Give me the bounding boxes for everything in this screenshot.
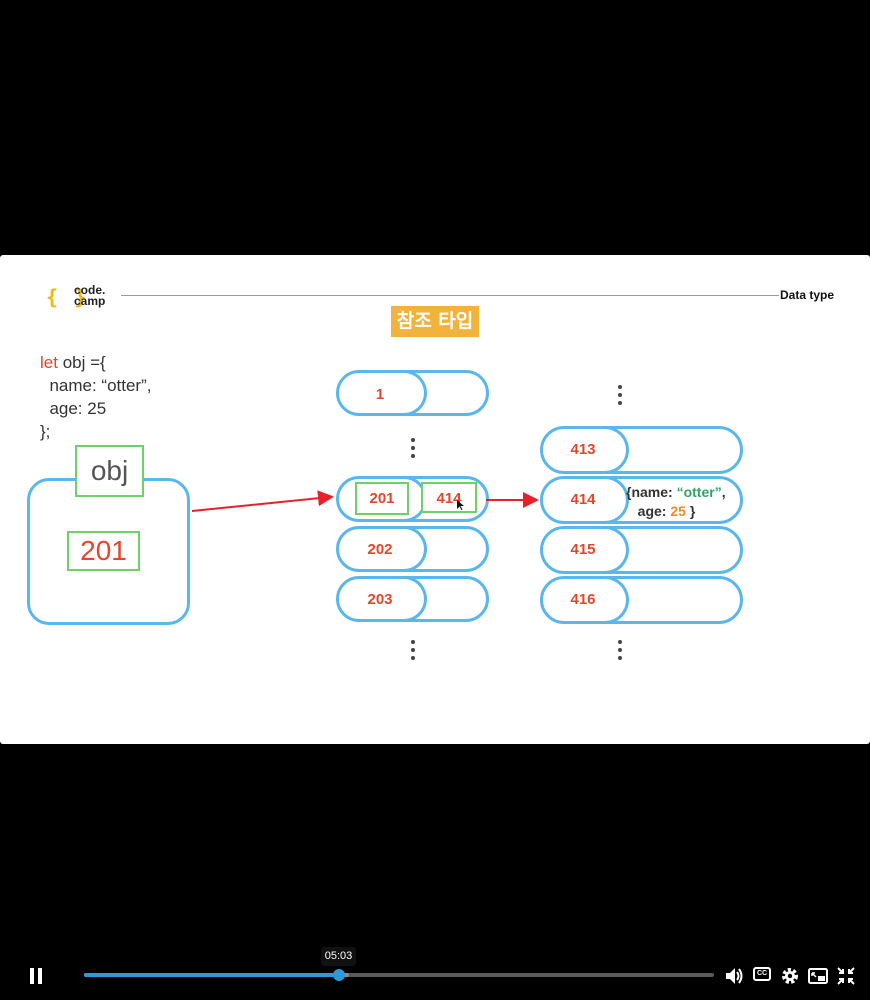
name-value: “otter”	[676, 484, 722, 500]
reference-box-201	[355, 482, 409, 515]
slide-banner: 참조 타입	[391, 306, 479, 337]
logo-icon: { }	[46, 285, 89, 309]
mouse-cursor-icon	[457, 500, 464, 510]
memory-cell-202	[336, 526, 489, 572]
memory-address-203: 203	[367, 591, 393, 608]
memory-cell-203	[336, 576, 489, 622]
memory-cell-413	[540, 426, 743, 474]
memory-address-202: 202	[367, 541, 393, 558]
ellipsis-icon	[618, 385, 622, 409]
code-line-2: name: “otter”,	[40, 376, 152, 395]
code-keyword: let	[40, 353, 58, 372]
object-literal: {name: “otter”, age: 25 }	[626, 484, 726, 519]
memory-cell-416	[540, 576, 743, 624]
header-divider	[121, 295, 779, 296]
memory-cell-415	[540, 526, 743, 574]
code-line-4: };	[40, 422, 51, 441]
variable-name: obj	[75, 445, 144, 497]
exit-fullscreen-icon[interactable]	[837, 967, 855, 985]
memory-address-416: 416	[570, 591, 596, 608]
progress-bar[interactable]	[84, 969, 714, 981]
memory-address-201: 201	[369, 490, 395, 507]
captions-icon[interactable]: CC	[753, 967, 771, 981]
arrow-variable-to-heap	[191, 490, 334, 512]
played-bar	[84, 973, 340, 977]
ellipsis-icon	[411, 438, 415, 462]
age-value: 25	[670, 503, 686, 519]
pause-icon[interactable]	[28, 967, 44, 985]
ellipsis-icon	[411, 640, 415, 664]
memory-address-414: 414	[570, 491, 596, 508]
memory-address-1: 1	[375, 386, 385, 403]
picture-in-picture-icon[interactable]	[808, 967, 828, 985]
reference-value-box	[421, 482, 477, 513]
section-title: Data type	[780, 288, 835, 302]
memory-address-415: 415	[570, 541, 596, 558]
memory-cell-1	[336, 370, 489, 416]
memory-address-413: 413	[570, 441, 596, 458]
logo-text: code. camp	[74, 283, 106, 308]
ellipsis-icon	[618, 640, 622, 664]
settings-icon[interactable]	[780, 966, 800, 986]
code-line-3: age: 25	[40, 399, 107, 418]
memory-cell-414	[540, 476, 743, 524]
variable-value: 201	[67, 531, 140, 571]
scrubber-handle[interactable]	[333, 969, 346, 981]
volume-icon[interactable]	[724, 966, 744, 986]
reference-value: 414	[436, 490, 462, 507]
code-line-1: obj ={	[57, 353, 106, 372]
code-snippet: let obj ={ name: “otter”, age: 25 };	[40, 351, 151, 443]
lecture-slide: { } code. camp Data type 참조 타입 let obj =…	[0, 255, 870, 744]
time-tooltip: 05:03	[321, 947, 356, 966]
